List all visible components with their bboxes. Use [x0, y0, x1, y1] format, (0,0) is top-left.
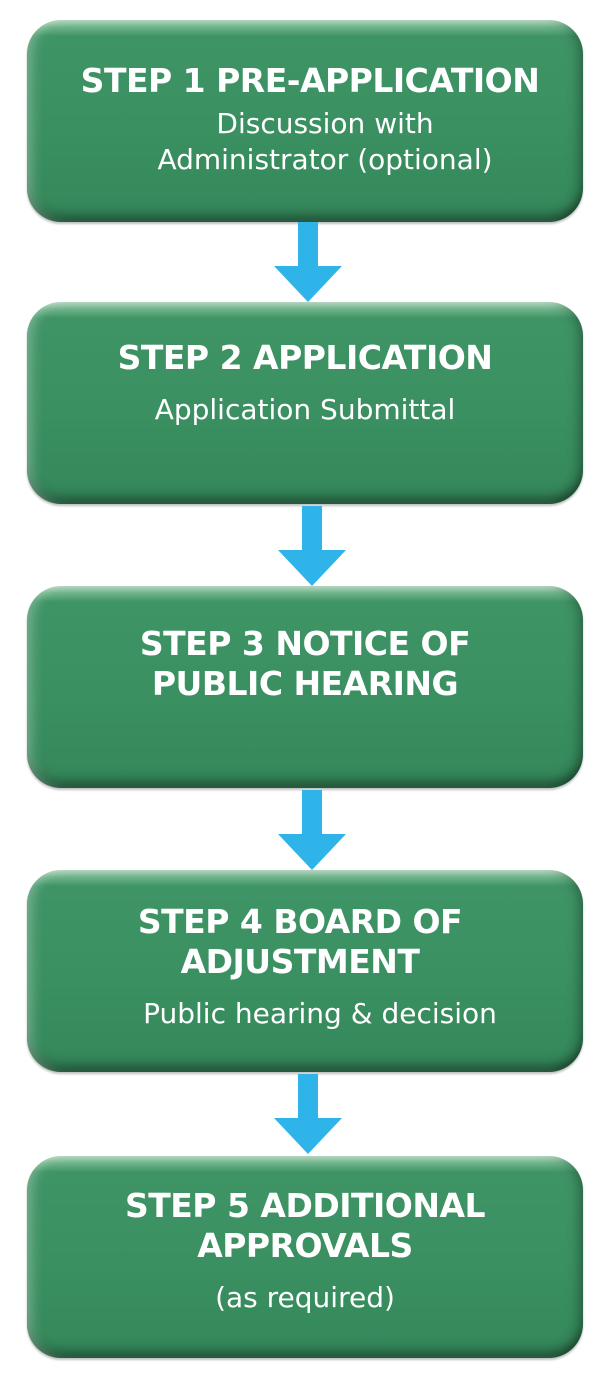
arrow-down-icon [274, 222, 342, 302]
arrow-2-shape [278, 506, 346, 586]
arrow-down-icon [278, 790, 346, 870]
step-5-subtitle: (as required) [215, 1281, 395, 1314]
arrow-1-shape [274, 222, 342, 302]
step-3-title: STEP 3 NOTICE OF PUBLIC HEARING [139, 624, 471, 703]
step-1-subtitle: Discussion with Administrator (optional) [157, 107, 493, 176]
arrow-3-shape [278, 790, 346, 870]
step-4-subtitle: Public hearing & decision [143, 997, 497, 1030]
step-2-subtitle: Application Submittal [154, 393, 456, 426]
step-2-box: STEP 2 APPLICATION Application Submittal [27, 302, 583, 504]
step-3-box: STEP 3 NOTICE OF PUBLIC HEARING [27, 586, 583, 788]
arrow-down-icon [278, 506, 346, 586]
step-1-title: STEP 1 PRE-APPLICATION [80, 61, 540, 100]
arrow-4-shape [274, 1074, 342, 1154]
step-4-title: STEP 4 BOARD OF ADJUSTMENT [137, 902, 463, 981]
step-1-box: STEP 1 PRE-APPLICATION Discussion with A… [27, 20, 583, 222]
arrow-down-icon [274, 1074, 342, 1154]
step-5-title: STEP 5 ADDITIONAL APPROVALS [124, 1186, 486, 1265]
step-2-title: STEP 2 APPLICATION [117, 338, 493, 377]
step-4-box: STEP 4 BOARD OF ADJUSTMENT Public hearin… [27, 870, 583, 1072]
step-5-box: STEP 5 ADDITIONAL APPROVALS (as required… [27, 1156, 583, 1358]
